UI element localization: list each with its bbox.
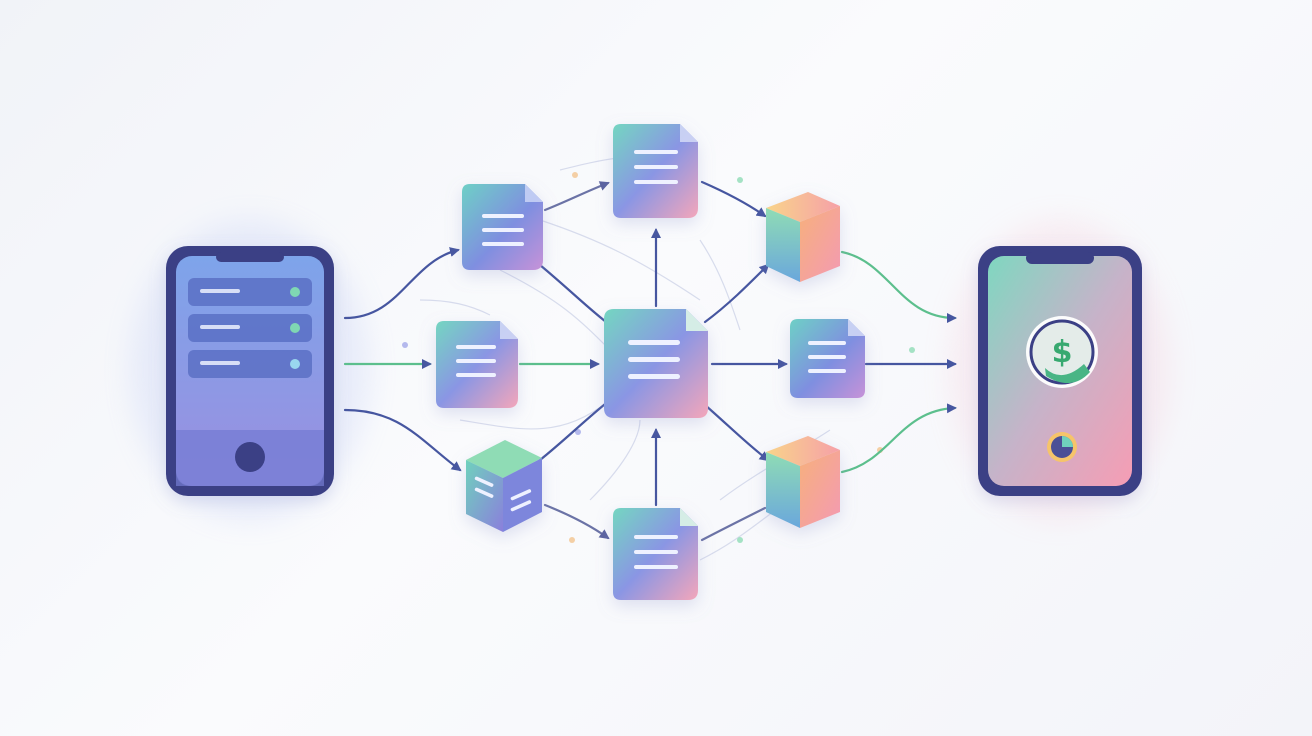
document-icon (613, 124, 698, 218)
target-phone-notch (1026, 252, 1094, 264)
doc-bottom (613, 508, 698, 600)
edge-cube-lower-left-doc-bottom (543, 503, 610, 540)
document-icon (436, 321, 518, 408)
edge-doc-upper-left-doc-top (543, 181, 610, 212)
edge-cube-lower-right-target (840, 403, 957, 474)
edge-doc-bottom-cube-lower-right (700, 506, 767, 542)
server-row (188, 278, 312, 306)
edge-source-doc-upper-left (343, 247, 460, 320)
payment-phone-icon: $ (1026, 316, 1098, 388)
target-phone: $ (978, 246, 1142, 496)
pie-chart-icon (1047, 432, 1077, 462)
edges (343, 180, 957, 542)
edge-cube-upper-right-target (840, 250, 957, 323)
document-icon (604, 309, 708, 418)
source-phone-home-button (235, 442, 265, 472)
doc-middle-right (790, 319, 865, 398)
doc-top (613, 124, 698, 218)
dollar-icon: $ (1052, 335, 1073, 370)
document-icon (790, 319, 865, 398)
edge-cube-lower-left-doc-center (538, 398, 612, 462)
doc-center (604, 309, 708, 418)
cube-icon (766, 192, 840, 282)
server-row (188, 314, 312, 342)
edge-doc-top-cube-upper-right (700, 180, 767, 218)
document-icon (613, 508, 698, 600)
doc-middle-left (436, 321, 518, 408)
doc-upper-left (462, 184, 543, 270)
edge-doc-center-cube-lower-right (703, 403, 770, 462)
cube-lower-right (766, 436, 840, 528)
server-phone-icon (188, 278, 312, 378)
cube-upper-right (766, 192, 840, 282)
edge-source-cube-lower-left (343, 408, 462, 472)
cube-icon (766, 436, 840, 528)
sparkle-dots (402, 172, 915, 543)
cube-lower-left (466, 440, 542, 532)
edge-doc-center-cube-upper-right (703, 263, 770, 324)
server-row (188, 350, 312, 378)
edge-doc-upper-left-doc-center (538, 263, 612, 327)
document-icon (462, 184, 543, 270)
cube-icon (466, 440, 542, 532)
source-phone-notch (216, 252, 284, 262)
source-phone (166, 246, 334, 496)
